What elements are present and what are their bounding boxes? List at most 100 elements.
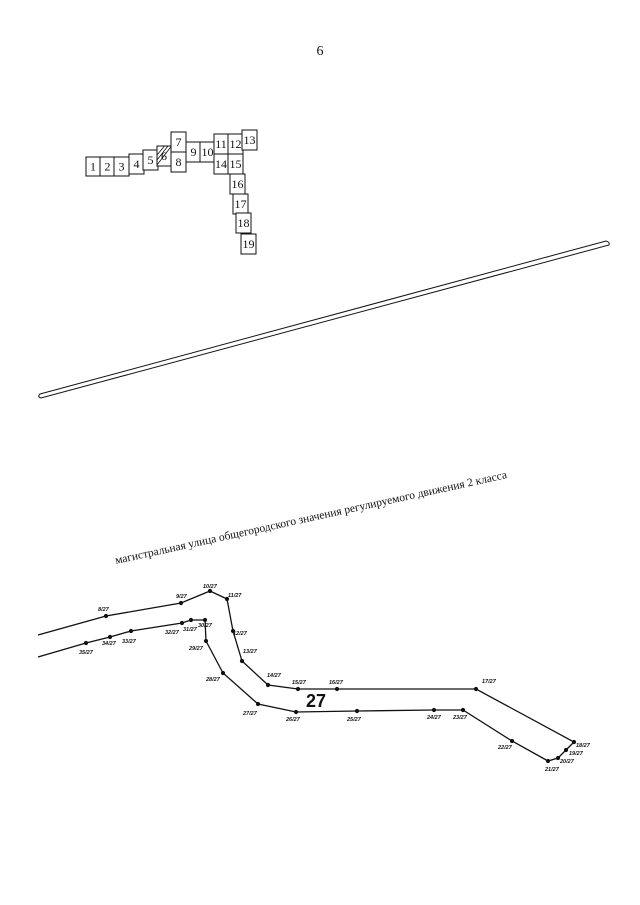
point-label: 30/27: [198, 623, 213, 629]
tile-label: 9: [191, 145, 197, 159]
tile-label: 18: [238, 216, 250, 230]
point-label: 23/27: [452, 715, 468, 721]
page-number: 6: [316, 44, 324, 59]
point-19-27: [563, 747, 569, 753]
index-tile-5: 5: [142, 149, 159, 171]
point-31-27: [188, 617, 194, 623]
point-label: 15/27: [292, 680, 307, 686]
point-label: 31/27: [183, 627, 198, 633]
point-label: 33/27: [122, 639, 137, 645]
point-label: 25/27: [346, 717, 362, 723]
point-label: 16/27: [329, 680, 344, 686]
point-label: 28/27: [205, 677, 221, 683]
point-29-27: [203, 638, 209, 644]
point-label: 14/27: [267, 673, 282, 679]
tile-hatch: [156, 145, 169, 161]
tile-label: 16: [232, 177, 244, 191]
tile-label: 17: [235, 197, 247, 211]
tile-label: 6: [161, 149, 167, 163]
index-tile-2: 2: [99, 156, 116, 177]
index-tile-9: 9: [185, 141, 202, 163]
index-tile-18: 18: [235, 212, 252, 234]
point-label: 18/27: [576, 743, 591, 749]
index-tile-11: 11: [213, 133, 229, 155]
index-tile-7: 7: [170, 131, 187, 153]
index-tile-12: 12: [227, 133, 244, 155]
point-label: 35/27: [79, 650, 94, 656]
point-label: 10/27: [203, 584, 218, 590]
index-tile-3: 3: [113, 156, 130, 177]
index-tile-19: 19: [240, 233, 257, 255]
index-tile-10: 10: [199, 141, 216, 163]
zone-label: 27: [306, 691, 326, 711]
tile-label: 5: [148, 153, 154, 167]
point-30-27: [202, 617, 208, 623]
index-tile-1: 1: [85, 156, 101, 177]
point-9-27: [178, 600, 184, 606]
point-27-27: [255, 701, 261, 707]
tile-label: 12: [230, 137, 242, 151]
index-tile-17: 17: [232, 193, 249, 215]
point-label: 11/27: [228, 593, 242, 599]
street-label: магистральная улица общегородского значе…: [114, 469, 508, 567]
point-label: 21/27: [544, 767, 560, 773]
tile-label: 2: [105, 160, 111, 174]
tile-label: 8: [176, 155, 182, 169]
point-label: 27/27: [242, 711, 258, 717]
point-label: 19/27: [569, 751, 584, 757]
point-18-27: [571, 739, 577, 745]
tile-hatch: [156, 145, 165, 156]
point-22-27: [509, 738, 515, 744]
point-32-27: [179, 620, 185, 626]
point-8-27: [103, 613, 109, 619]
tile-label: 3: [119, 160, 125, 174]
point-label: 8/27: [98, 607, 110, 613]
point-34-27: [107, 634, 113, 640]
point-label: 32/27: [165, 630, 180, 636]
point-label: 29/27: [188, 646, 204, 652]
tile-label: 14: [215, 157, 227, 171]
point-11-27: [224, 596, 230, 602]
point-13-27: [239, 658, 245, 664]
point-17-27: [473, 686, 479, 692]
point-24-27: [431, 707, 437, 713]
index-tile-8: 8: [170, 151, 187, 173]
point-label: 22/27: [497, 745, 513, 751]
point-20-27: [555, 755, 561, 761]
parcel-boundary: [37, 590, 576, 762]
point-label: 12/27: [233, 631, 248, 637]
index-tile-6: 6: [156, 145, 172, 167]
point-label: 24/27: [426, 715, 442, 721]
tile-label: 1: [90, 160, 96, 174]
tile-label: 13: [244, 133, 256, 147]
tile-label: 4: [134, 157, 140, 171]
point-10-27: [207, 588, 213, 594]
index-tile-16: 16: [229, 173, 246, 195]
index-tile-13: 13: [241, 129, 258, 151]
point-label: 34/27: [102, 641, 117, 647]
point-15-27: [295, 686, 301, 692]
point-21-27: [545, 758, 551, 764]
point-12-27: [230, 628, 236, 634]
point-label: 20/27: [559, 759, 575, 765]
tile-label: 15: [230, 157, 242, 171]
point-33-27: [128, 628, 134, 634]
tile-hatch: [156, 145, 172, 166]
point-label: 9/27: [176, 594, 188, 600]
parcel-points: [83, 588, 577, 764]
point-23-27: [460, 707, 466, 713]
point-26-27: [293, 709, 299, 715]
point-35-27: [83, 640, 89, 646]
tile-label: 11: [215, 137, 227, 151]
point-label: 26/27: [285, 717, 301, 723]
point-25-27: [354, 708, 360, 714]
point-16-27: [334, 686, 340, 692]
index-tile-14: 14: [213, 153, 229, 175]
tile-label: 7: [176, 135, 182, 149]
parcel-boundary-line: [37, 590, 576, 762]
index-tile-15: 15: [227, 153, 244, 175]
point-28-27: [220, 670, 226, 676]
